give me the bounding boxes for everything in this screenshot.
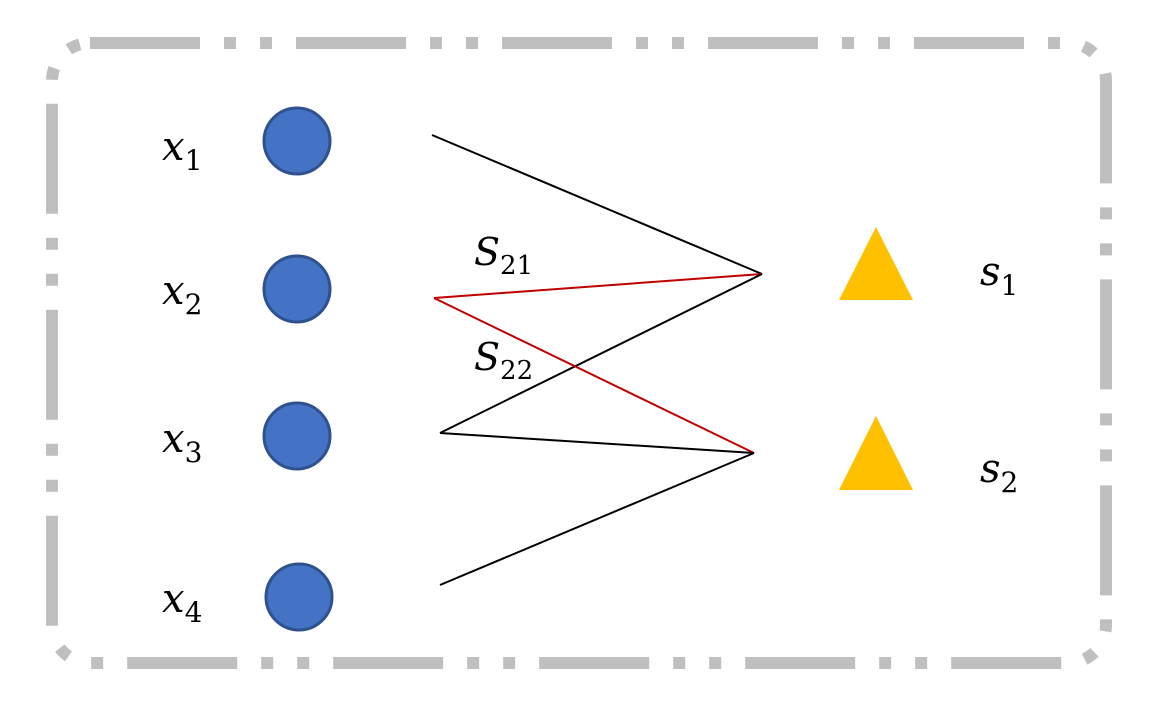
output-labels: s1 s2 — [980, 249, 1018, 499]
output-label-s2: s2 — [980, 446, 1018, 499]
input-labels: x1 x2 x3 x4 — [162, 124, 202, 629]
input-label-x1: x1 — [162, 124, 202, 177]
edge-labels: S21 S22 — [474, 230, 533, 386]
output-node-s1 — [839, 227, 913, 300]
input-nodes — [262, 106, 334, 632]
input-node-x4 — [264, 562, 334, 632]
output-node-s2 — [839, 416, 913, 490]
edge-label-s21: S21 — [474, 230, 533, 281]
edge-label-s22: S22 — [474, 335, 533, 386]
edge-x1-s1 — [431, 134, 763, 275]
edge-x2-s2 — [433, 297, 755, 454]
input-node-x2 — [262, 254, 332, 324]
input-node-x3 — [262, 401, 332, 471]
output-nodes — [839, 227, 913, 490]
edges — [431, 134, 763, 586]
edge-x4-s2 — [439, 452, 755, 586]
input-label-x3: x3 — [162, 416, 202, 469]
edge-x3-s1 — [439, 273, 763, 434]
edge-x3-s2 — [439, 432, 755, 454]
input-label-x4: x4 — [162, 576, 202, 629]
output-label-s1: s1 — [980, 249, 1018, 302]
edge-x2-s1 — [433, 273, 763, 299]
input-label-x2: x2 — [162, 268, 202, 321]
input-node-x1 — [262, 106, 332, 176]
dash-dot-frame — [46, 37, 1112, 669]
